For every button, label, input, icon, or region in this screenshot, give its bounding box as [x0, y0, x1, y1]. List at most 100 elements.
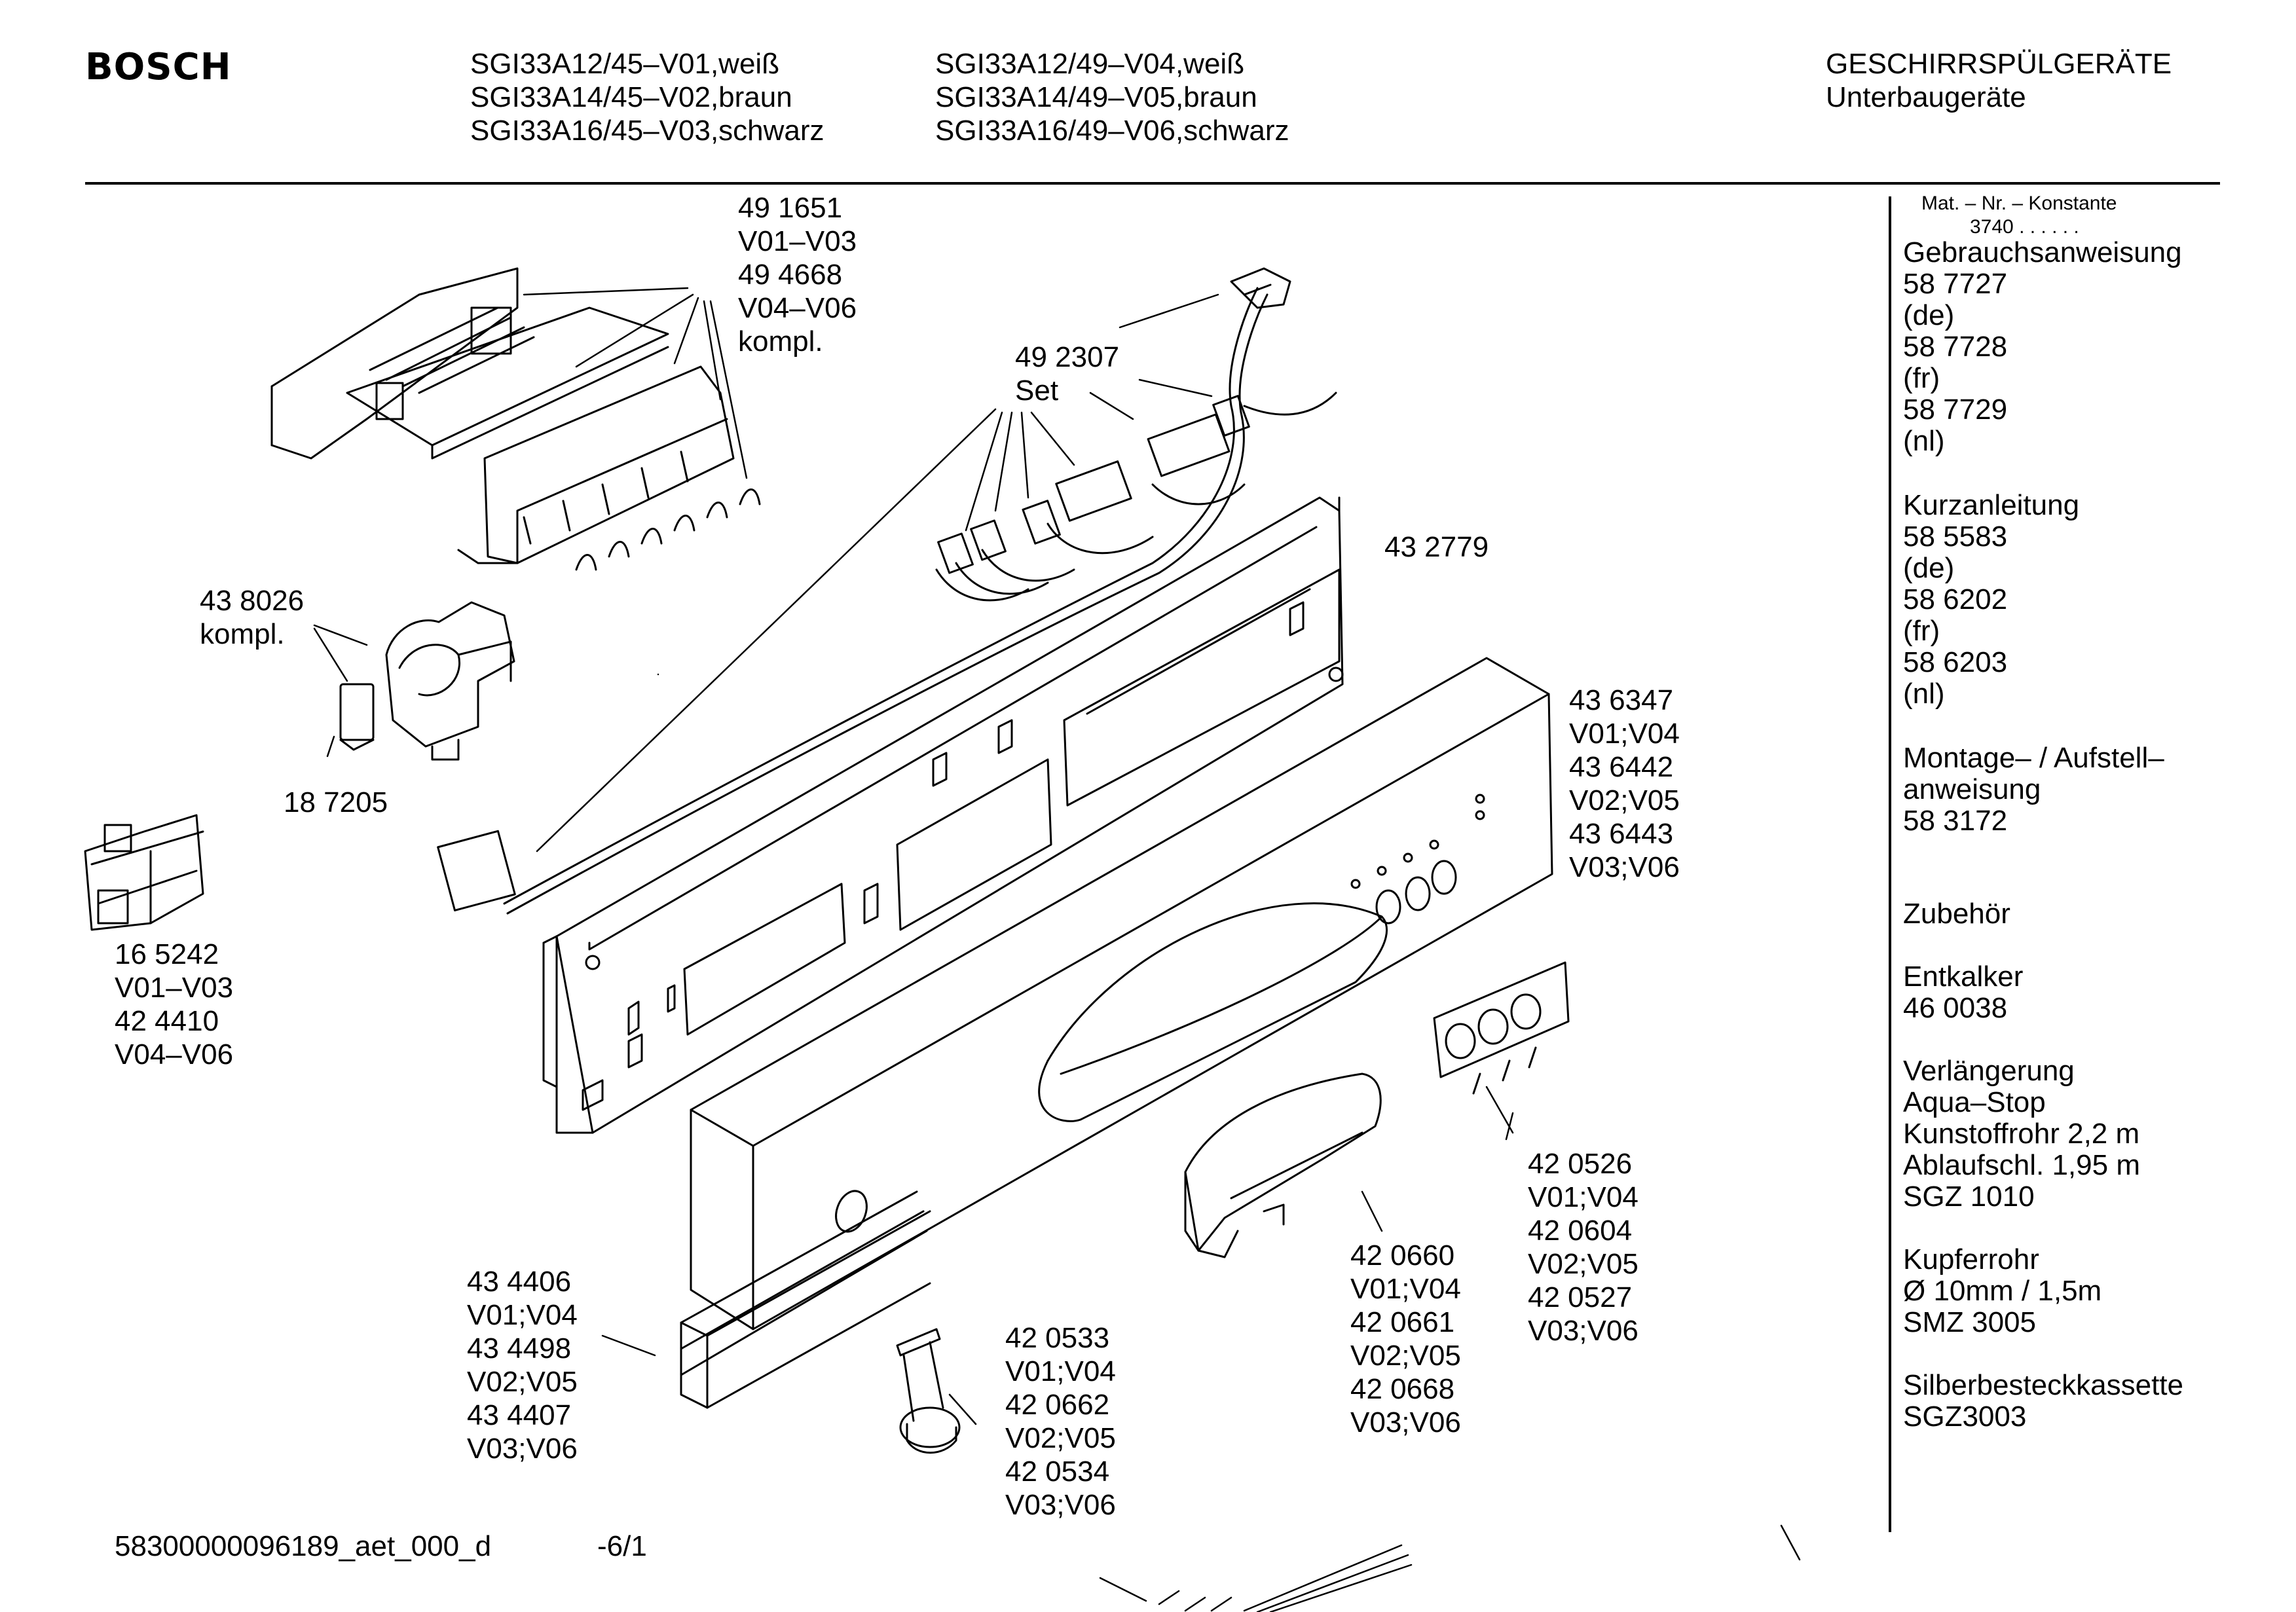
- mat-nr-heading: Mat. – Nr. – Konstante: [1921, 192, 2117, 214]
- variant-range: V03;V06: [1350, 1406, 1461, 1438]
- label-trim-strips: 43 4406 V01;V04 43 4498 V02;V05 43 4407 …: [467, 1265, 578, 1465]
- sidebar-line: Verlängerung: [1903, 1055, 2075, 1087]
- part-number: 42 0661: [1350, 1306, 1455, 1338]
- bottom-fragment-drawing: [1100, 1526, 1800, 1612]
- mat-nr-value: 3740 . . . . . .: [1970, 216, 2079, 238]
- part-number: 43 4407: [467, 1399, 572, 1431]
- part-number: 42 0533: [1005, 1322, 1110, 1354]
- model-line: SGI33A14/49–V05,braun: [935, 81, 1257, 113]
- variant-range: V02;V05: [1569, 784, 1680, 816]
- part-number: 16 5242: [115, 938, 219, 970]
- knob-drawing: [897, 1329, 959, 1453]
- control-module-drawing: [272, 268, 760, 570]
- door-lock-drawing: [341, 602, 514, 760]
- sidebar-line: (de): [1903, 299, 1955, 331]
- model-line: SGI33A16/45–V03,schwarz: [470, 115, 824, 147]
- part-number: 42 0527: [1528, 1281, 1633, 1313]
- header-rule: [85, 182, 2220, 185]
- variant-range: V02;V05: [1005, 1422, 1116, 1454]
- sidebar-line: Ablaufschl. 1,95 m: [1903, 1149, 2140, 1181]
- category-line: Unterbaugeräte: [1826, 81, 2026, 113]
- variant-range: V01;V04: [467, 1299, 578, 1331]
- category-line: GESCHIRRSPÜLGERÄTE: [1826, 48, 2172, 80]
- model-line: SGI33A16/49–V06,schwarz: [935, 115, 1289, 147]
- sidebar-line: Kunstoffrohr 2,2 m: [1903, 1118, 2140, 1150]
- label-switch: 16 5242 V01–V03 42 4410 V04–V06: [115, 938, 233, 1071]
- sidebar-block-manual: Gebrauchsanweisung 58 7727 (de) 58 7728 …: [1903, 237, 2182, 457]
- model-list-45: SGI33A12/45–V01,weiß SGI33A14/45–V02,bra…: [470, 47, 824, 147]
- label-front-panel: 43 6347 V01;V04 43 6442 V02;V05 43 6443 …: [1569, 684, 1680, 884]
- sidebar-line: Silberbesteckkassette: [1903, 1369, 2183, 1401]
- switch-drawing: [85, 815, 203, 930]
- part-number: 43 4498: [467, 1332, 572, 1365]
- variant-range: V01–V03: [738, 225, 857, 257]
- sidebar-line: SGZ 1010: [1903, 1181, 2035, 1213]
- variant-range: V01;V04: [1005, 1355, 1116, 1387]
- part-number: 42 0662: [1005, 1389, 1110, 1421]
- label-knob: 42 0533 V01;V04 42 0662 V02;V05 42 0534 …: [1005, 1321, 1116, 1522]
- part-number: 42 0526: [1528, 1148, 1633, 1180]
- label-control-module: 49 1651 V01–V03 49 4668 V04–V06 kompl.: [738, 191, 857, 358]
- sidebar-block-accessories: Zubehör: [1903, 898, 2010, 930]
- label-filter: 18 7205: [284, 786, 388, 819]
- frame-drawing: [544, 498, 1342, 1133]
- sidebar-line: Aqua–Stop: [1903, 1086, 2046, 1118]
- part-number: 43 2779: [1384, 531, 1489, 563]
- sidebar-block-cutlery: Silberbesteckkassette SGZ3003: [1903, 1370, 2183, 1433]
- label-handle: 42 0660 V01;V04 42 0661 V02;V05 42 0668 …: [1350, 1239, 1461, 1439]
- model-line: SGI33A14/45–V02,braun: [470, 81, 792, 113]
- page-number: -6/1: [597, 1530, 647, 1562]
- sidebar-block-extension: Verlängerung Aqua–Stop Kunstoffrohr 2,2 …: [1903, 1055, 2140, 1213]
- sidebar-line: (fr): [1903, 362, 1940, 394]
- variant-range: V01;V04: [1569, 718, 1680, 750]
- sidebar-line: Entkalker: [1903, 961, 2024, 993]
- part-note: kompl.: [200, 618, 285, 650]
- part-number: 42 0660: [1350, 1239, 1455, 1272]
- document-id: 58300000096189_aet_000_d: [115, 1530, 492, 1562]
- sidebar-line: Kurzanleitung: [1903, 489, 2080, 521]
- model-line: SGI33A12/45–V01,weiß: [470, 48, 780, 80]
- sidebar-block-quickguide: Kurzanleitung 58 5583 (de) 58 6202 (fr) …: [1903, 490, 2079, 710]
- brand-logo: BOSCH: [85, 46, 232, 88]
- variant-range: V04–V06: [115, 1038, 234, 1071]
- label-wiring-set: 49 2307 Set: [1015, 340, 1119, 407]
- part-number: 42 0534: [1005, 1456, 1110, 1488]
- sidebar-line: 46 0038: [1903, 992, 2008, 1024]
- part-number: 18 7205: [284, 786, 388, 818]
- sidebar-line: 58 5583: [1903, 521, 2008, 553]
- variant-range: V03;V06: [467, 1433, 578, 1465]
- sidebar-line: (de): [1903, 552, 1955, 584]
- part-number: 49 1651: [738, 192, 843, 224]
- part-number: 43 6347: [1569, 684, 1674, 716]
- leader-lines: [314, 288, 1513, 1424]
- variant-range: V02;V05: [1528, 1248, 1639, 1280]
- sidebar-block-descaler: Entkalker 46 0038: [1903, 961, 2023, 1024]
- model-list-49: SGI33A12/49–V04,weiß SGI33A14/49–V05,bra…: [935, 47, 1289, 147]
- model-line: SGI33A12/49–V04,weiß: [935, 48, 1245, 80]
- variant-range: V02;V05: [1350, 1340, 1461, 1372]
- label-door-lock: 43 8026 kompl.: [200, 584, 304, 651]
- buttons-drawing: [1434, 962, 1568, 1093]
- label-buttons: 42 0526 V01;V04 42 0604 V02;V05 42 0527 …: [1528, 1147, 1639, 1347]
- sidebar-line: (fr): [1903, 615, 1940, 647]
- variant-range: V02;V05: [467, 1366, 578, 1398]
- appliance-category: GESCHIRRSPÜLGERÄTE Unterbaugeräte: [1826, 47, 2172, 114]
- front-panel-drawing: [691, 658, 1552, 1329]
- part-number: 49 4668: [738, 259, 843, 291]
- part-number: 42 0604: [1528, 1215, 1633, 1247]
- sidebar-line: 58 6202: [1903, 583, 2008, 615]
- part-number: 42 4410: [115, 1005, 219, 1037]
- sidebar-line: Ø 10mm / 1,5m: [1903, 1275, 2102, 1307]
- sidebar-line: 58 6203: [1903, 646, 2008, 678]
- sidebar-line: Montage– / Aufstell–: [1903, 742, 2164, 774]
- sidebar-block-copper-pipe: Kupferrohr Ø 10mm / 1,5m SMZ 3005: [1903, 1244, 2102, 1338]
- handle-drawing: [1185, 1074, 1380, 1257]
- sidebar-line: anweisung: [1903, 773, 2041, 805]
- sidebar-line: Zubehör: [1903, 898, 2010, 930]
- variant-range: V01;V04: [1528, 1181, 1639, 1213]
- sidebar-line: 58 3172: [1903, 805, 2008, 837]
- part-number: 49 2307: [1015, 341, 1120, 373]
- sidebar-divider: [1889, 196, 1891, 1532]
- sidebar-line: 58 7728: [1903, 331, 2008, 363]
